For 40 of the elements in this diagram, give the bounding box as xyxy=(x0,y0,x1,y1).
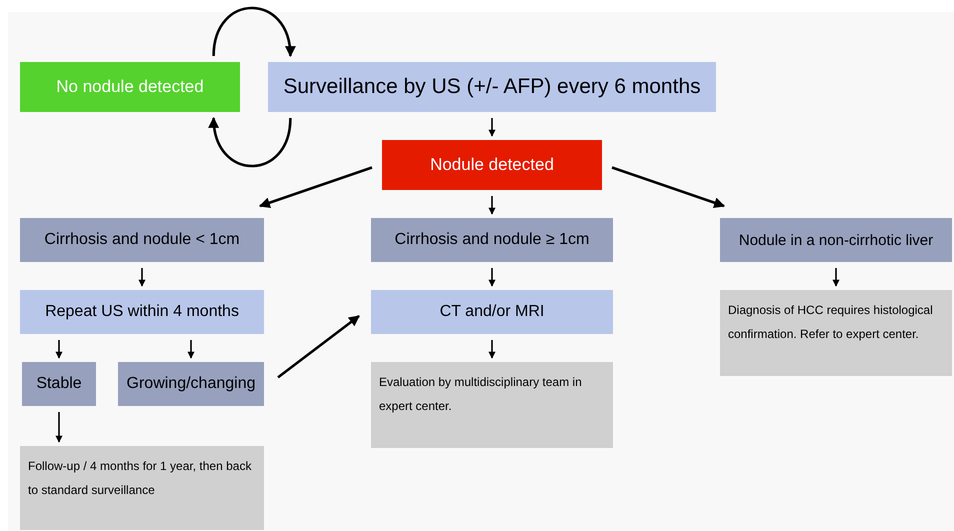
arrow xyxy=(488,118,496,137)
arrow xyxy=(138,268,146,287)
category-box xyxy=(20,218,264,262)
note-box xyxy=(371,362,613,448)
process-box xyxy=(371,290,613,334)
box-label: Cirrhosis and nodule < 1cm xyxy=(44,231,240,249)
arrow xyxy=(209,116,292,168)
arrow xyxy=(212,6,295,58)
category-box xyxy=(118,362,264,406)
category-box xyxy=(22,362,96,406)
note-text: Follow-up / 4 months for 1 year, then back to standard surveillance xyxy=(28,458,252,499)
note-box xyxy=(20,446,264,530)
box-label: Nodule in a non-cirrhotic liver xyxy=(738,232,934,248)
arrow xyxy=(488,196,496,215)
arrow xyxy=(832,268,840,287)
category-box xyxy=(720,218,952,262)
box-label: Surveillance by US (+/- AFP) every 6 months xyxy=(283,75,701,99)
note-text: Evaluation by multidisciplinary team in expert center. xyxy=(379,374,583,415)
alert-box xyxy=(382,140,602,190)
box-label: Repeat US within 4 months xyxy=(45,303,239,321)
arrow xyxy=(612,166,726,208)
note-text: Diagnosis of HCC requires histological confirmation. Refer to expert center. xyxy=(728,302,934,343)
box-label: Growing/changing xyxy=(126,375,256,393)
arrow xyxy=(258,166,372,208)
box-label: Nodule detected xyxy=(430,155,554,175)
arrow xyxy=(488,340,496,359)
arrow xyxy=(56,412,62,443)
process-box xyxy=(20,290,264,334)
box-label: Stable xyxy=(36,375,82,393)
box-label: Cirrhosis and nodule ≥ 1cm xyxy=(394,231,590,249)
arrow xyxy=(277,314,360,378)
category-box xyxy=(371,218,613,262)
status-box xyxy=(20,62,240,112)
box-label: CT and/or MRI xyxy=(440,303,544,321)
arrow xyxy=(56,340,62,359)
arrow xyxy=(488,268,496,287)
process-box xyxy=(268,62,716,112)
box-label: No nodule detected xyxy=(56,77,204,97)
note-box xyxy=(720,290,952,376)
arrow xyxy=(188,340,194,359)
